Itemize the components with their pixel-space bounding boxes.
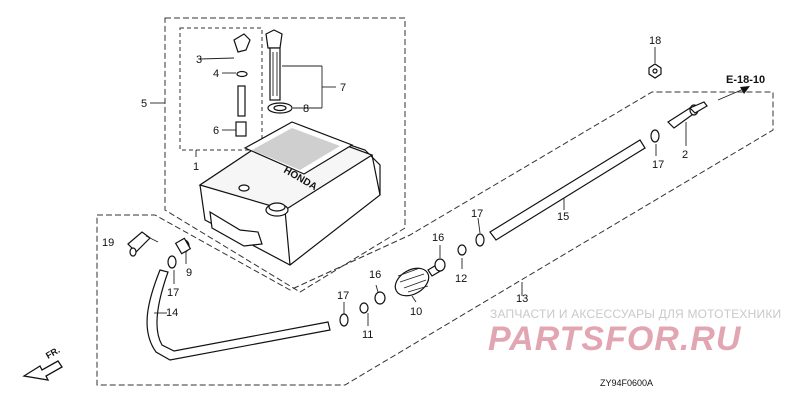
reference-label: E-18-10 bbox=[726, 74, 765, 86]
callout-11: 11 bbox=[362, 329, 373, 341]
callout-18: 18 bbox=[649, 35, 661, 47]
callout-1: 1 bbox=[193, 161, 199, 173]
watermark-tagline: ЗАПЧАСТИ И АКСЕССУАРЫ ДЛЯ МОТОТЕХНИКИ bbox=[490, 307, 781, 321]
callout-2: 2 bbox=[682, 149, 688, 161]
fuel-hose-upper bbox=[489, 139, 646, 241]
tank-joint bbox=[127, 231, 151, 257]
callout-16b: 16 bbox=[369, 269, 381, 281]
hose-assembly-frame bbox=[96, 91, 774, 386]
callout-10: 10 bbox=[410, 306, 422, 318]
callout-4: 4 bbox=[213, 68, 219, 80]
callout-15: 15 bbox=[557, 211, 569, 223]
joint-fitting bbox=[174, 237, 192, 255]
callout-12: 12 bbox=[455, 273, 467, 285]
callout-8: 8 bbox=[303, 103, 309, 115]
callout-19: 19 bbox=[102, 237, 114, 249]
callout-17d: 17 bbox=[652, 159, 664, 171]
callout-6: 6 bbox=[213, 125, 219, 137]
watermark-site: PARTSFOR.RU bbox=[488, 320, 742, 358]
callout-5: 5 bbox=[141, 98, 147, 110]
diagram-code: ZY94F0600A bbox=[600, 378, 653, 388]
fuel-connector bbox=[667, 101, 708, 129]
callout-17b: 17 bbox=[337, 290, 349, 302]
fuel-tank: HONDA bbox=[198, 121, 381, 266]
callout-7: 7 bbox=[340, 82, 346, 94]
leader-lines bbox=[145, 47, 687, 326]
callout-16a: 16 bbox=[432, 232, 444, 244]
cap-sub-frame bbox=[179, 27, 263, 151]
callout-9: 9 bbox=[186, 267, 192, 279]
callout-3: 3 bbox=[196, 54, 202, 66]
callout-13: 13 bbox=[516, 293, 528, 305]
nut bbox=[648, 63, 662, 79]
vent-parts bbox=[233, 33, 251, 137]
fittings bbox=[339, 233, 485, 327]
front-direction-arrow: FR. bbox=[22, 345, 63, 381]
front-direction-label: FR. bbox=[44, 345, 62, 361]
callout-17a: 17 bbox=[167, 287, 179, 299]
callout-17c: 17 bbox=[471, 208, 483, 220]
fuel-hose-lower bbox=[146, 269, 331, 361]
reference-arrow bbox=[717, 86, 750, 101]
hose-clip-17a bbox=[167, 255, 177, 269]
hose-clip-17d bbox=[650, 129, 660, 143]
callout-14: 14 bbox=[166, 307, 178, 319]
fuel-gauge-cap bbox=[265, 29, 293, 114]
primer-bulb bbox=[394, 263, 443, 297]
tank-assembly-frame bbox=[164, 17, 406, 293]
